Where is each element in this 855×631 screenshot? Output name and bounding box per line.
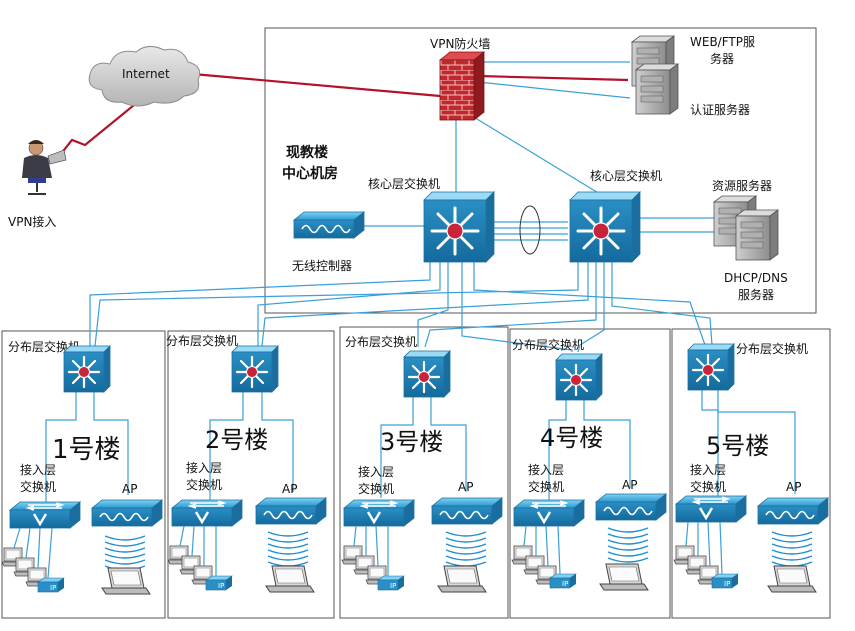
access-switch-4-label-1: 接入层	[528, 462, 564, 477]
vpn-user-icon	[22, 140, 67, 195]
access-switch-3-label-1: 接入层	[358, 464, 394, 479]
ap-5-wireless-waves-icon	[771, 531, 813, 567]
laptop-icon	[437, 565, 487, 593]
dhcp-dns-server-label-2: 服务器	[738, 287, 774, 302]
access-switch-3-label-2: 交换机	[358, 481, 394, 496]
dist-switch-1-icon	[62, 344, 112, 394]
ap-4-icon	[595, 493, 667, 521]
firewall-label: VPN防火墙	[430, 36, 490, 51]
access-switch-4-label-2: 交换机	[528, 479, 564, 494]
ap-3-icon	[431, 497, 503, 525]
ip-phone-icon	[377, 575, 405, 591]
ap-5-icon	[757, 497, 829, 525]
core-switch-1-label: 核心层交换机	[368, 176, 440, 191]
dist-switch-2-icon	[230, 344, 280, 394]
access-switch-5-label-2: 交换机	[690, 479, 726, 494]
wireless-controller-label: 无线控制器	[292, 259, 352, 273]
building-5: 分布层交换机 5号楼 接入层 交换机 AP	[673, 341, 829, 593]
ap-2-wireless-waves-icon	[267, 531, 309, 567]
internet-cloud: Internet	[88, 46, 201, 107]
building-3: 分布层交换机 3号楼 接入层 交换机 AP	[341, 334, 503, 593]
building-links	[45, 390, 796, 503]
laptop-icon	[599, 563, 649, 591]
ap-1-label: AP	[122, 482, 137, 496]
dhcp-dns-server-icon	[735, 209, 779, 261]
ap-3-label: AP	[458, 480, 473, 494]
core-switch-1-icon	[422, 190, 496, 264]
dist-switch-2-label: 分布层交换机	[166, 333, 238, 348]
building-4: 分布层交换机 4号楼 接入层 交换机 AP	[511, 337, 667, 591]
building-2: 分布层交换机 2号楼 接入层 交换机 AP	[166, 333, 327, 593]
vpn-user-label: VPN接入	[8, 214, 56, 229]
center-room-title-line2: 中心机房	[282, 165, 338, 182]
core-switch-2-label: 核心层交换机	[590, 168, 662, 183]
dist-switch-4-label: 分布层交换机	[512, 337, 584, 352]
ip-phone-icon	[549, 573, 577, 589]
center-room-title-line1: 现教楼	[286, 144, 328, 161]
center-room-frame	[264, 27, 817, 314]
wan-links	[59, 72, 629, 156]
access-switch-3-icon	[342, 498, 416, 528]
laptop-icon	[767, 565, 817, 593]
access-switch-1-label-1: 接入层	[20, 462, 56, 477]
dist-switch-3-label: 分布层交换机	[345, 334, 417, 349]
dist-switch-4-icon	[554, 352, 604, 402]
access-switch-5-label-1: 接入层	[690, 462, 726, 477]
lan-links	[89, 61, 736, 353]
web-ftp-server-label-2: 务器	[710, 51, 734, 66]
wireless-controller-icon	[293, 211, 365, 239]
building-1-name: 1号楼	[52, 435, 121, 465]
web-ftp-server-label-1: WEB/FTP服	[690, 35, 755, 49]
building-5-name: 5号楼	[706, 432, 769, 460]
building-1: 分布层交换机 1号楼 接入层 交换机 AP	[1, 339, 163, 595]
ap-1-wireless-waves-icon	[104, 535, 146, 571]
dist-switch-3-icon	[402, 349, 452, 399]
building-4-name: 4号楼	[540, 424, 603, 452]
access-switch-1-label-2: 交换机	[20, 479, 56, 494]
access-switch-5-icon	[674, 494, 748, 524]
dhcp-dns-server-label-1: DHCP/DNS	[724, 271, 788, 285]
auth-server-icon	[635, 63, 679, 115]
access-switch-2-label-2: 交换机	[186, 477, 222, 492]
ap-4-wireless-waves-icon	[607, 527, 649, 563]
access-switch-4-icon	[512, 498, 586, 528]
auth-server-label: 认证服务器	[690, 102, 750, 117]
ap-4-label: AP	[622, 478, 637, 492]
ap-2-icon	[255, 497, 327, 525]
ip-phone-icon	[205, 575, 233, 591]
ap-5-label: AP	[786, 480, 801, 494]
building-2-name: 2号楼	[205, 426, 268, 454]
dist-switch-5-label: 分布层交换机	[736, 341, 808, 356]
building-3-name: 3号楼	[380, 428, 443, 456]
ap-1-icon	[91, 499, 163, 527]
core-switch-2-icon	[568, 190, 642, 264]
building-frames	[1, 326, 831, 619]
ip-phone-icon	[37, 577, 65, 593]
internet-label: Internet	[122, 67, 170, 81]
resource-server-label: 资源服务器	[712, 178, 772, 193]
access-switch-2-label-1: 接入层	[186, 460, 222, 475]
dist-switch-5-icon	[686, 342, 736, 392]
laptop-icon	[101, 567, 151, 595]
ap-2-label: AP	[282, 482, 297, 496]
ap-3-wireless-waves-icon	[445, 531, 487, 567]
access-switch-2-icon	[170, 498, 244, 528]
ip-phone-icon	[711, 573, 739, 589]
access-switch-1-icon	[8, 500, 82, 530]
vpn-firewall	[438, 51, 486, 121]
dist-switch-1-label: 分布层交换机	[8, 339, 80, 354]
laptop-icon	[265, 565, 315, 593]
